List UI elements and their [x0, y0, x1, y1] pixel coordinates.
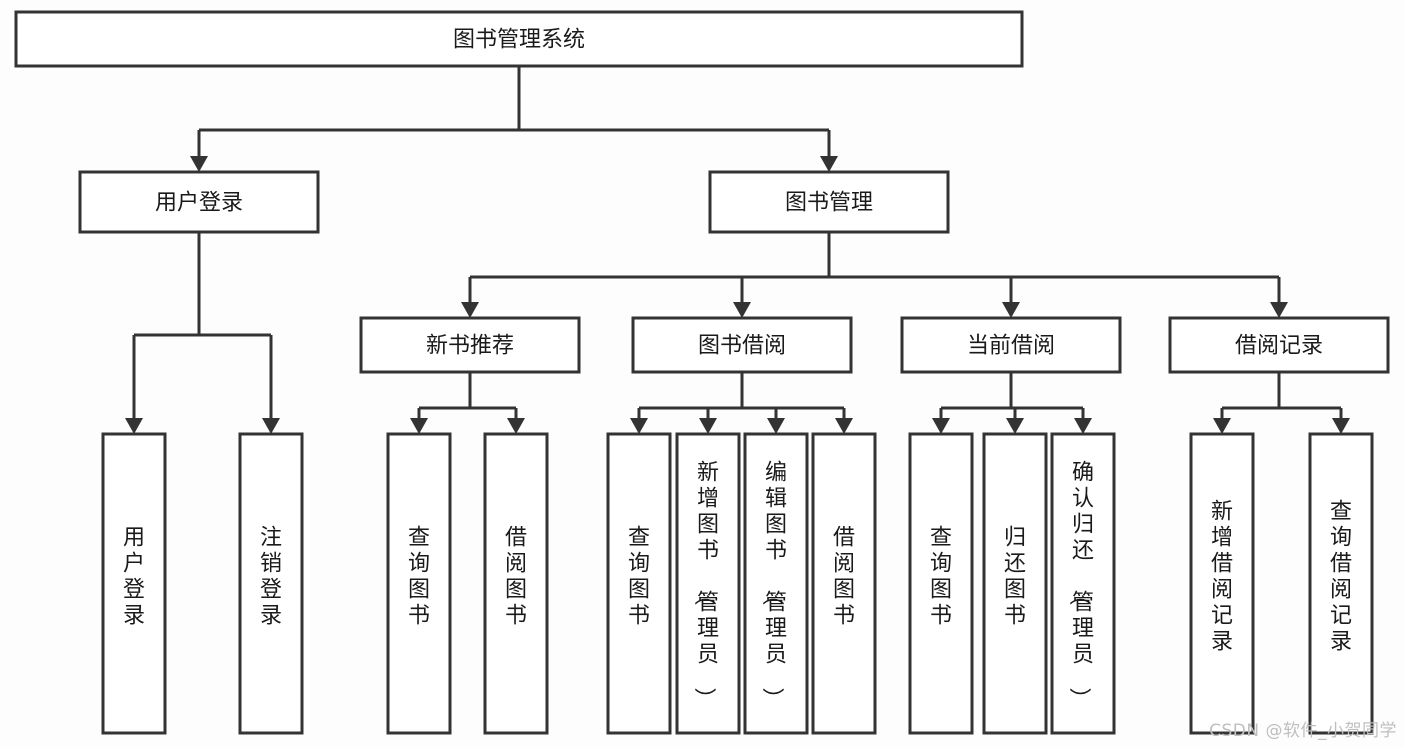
node-box-current-borrow — [900, 316, 1122, 374]
node-label-book-borrow: 图书借阅 — [698, 334, 786, 359]
node-label-user-login: 用户登录 — [155, 191, 243, 216]
node-box-borrow-edit-book — [743, 432, 809, 735]
node-box-leaf-user-login — [101, 432, 167, 735]
node-record-query[interactable]: 查询借阅记录 — [1308, 432, 1374, 735]
node-label-record-query: 查询借阅记录 — [1330, 500, 1352, 655]
arrow-head-icon — [835, 418, 853, 434]
node-record-add[interactable]: 新增借阅记录 — [1189, 432, 1255, 735]
arrow-head-icon — [410, 418, 428, 434]
arrow-head-icon — [1006, 418, 1024, 434]
arrow-head-icon — [1213, 418, 1231, 434]
arrow-head-icon — [1002, 302, 1020, 318]
node-leaf-user-login[interactable]: 用户登录 — [101, 432, 167, 735]
watermark-label: CSDN @软件_小贺同学 — [1209, 721, 1397, 741]
node-book-management[interactable]: 图书管理 — [708, 170, 950, 234]
arrow-head-icon — [507, 418, 525, 434]
node-borrow-edit-book[interactable]: 编辑图书（管理员） — [743, 432, 809, 735]
arrow-head-icon — [1270, 302, 1288, 318]
arrow-head-icon — [630, 418, 648, 434]
node-box-borrow-borrow-book — [811, 432, 877, 735]
node-label-borrow-add-book: 新增图书（管理员） — [691, 461, 719, 710]
node-borrow-borrow-book[interactable]: 借阅图书 — [811, 432, 877, 735]
node-box-borrow-add-book — [675, 432, 741, 735]
node-label-record-add: 新增借阅记录 — [1211, 500, 1233, 655]
node-borrow-query-book[interactable]: 查询图书 — [606, 432, 672, 735]
node-box-new-book-recommend — [359, 316, 581, 374]
node-label-current-return-book: 归还图书 — [1004, 526, 1026, 629]
node-box-book-management — [708, 170, 950, 234]
node-box-record-query — [1308, 432, 1374, 735]
arrow-head-icon — [461, 302, 479, 318]
node-label-leaf-user-login: 用户登录 — [123, 526, 145, 629]
node-box-recommend-query-book — [386, 432, 452, 735]
node-leaf-user-logout[interactable]: 注销登录 — [238, 432, 304, 735]
node-label-borrow-records: 借阅记录 — [1235, 334, 1323, 359]
node-box-book-borrow — [631, 316, 853, 374]
arrow-head-icon — [262, 418, 280, 434]
node-recommend-borrow-book[interactable]: 借阅图书 — [483, 432, 549, 735]
node-box-record-add — [1189, 432, 1255, 735]
node-label-new-book-recommend: 新书推荐 — [426, 334, 514, 359]
node-label-leaf-user-logout: 注销登录 — [260, 526, 282, 629]
node-box-user-login — [78, 170, 320, 234]
arrow-head-icon — [1074, 418, 1092, 434]
node-current-confirm-return[interactable]: 确认归还（管理员） — [1050, 432, 1116, 735]
node-borrow-add-book[interactable]: 新增图书（管理员） — [675, 432, 741, 735]
node-box-borrow-query-book — [606, 432, 672, 735]
node-borrow-records[interactable]: 借阅记录 — [1168, 316, 1390, 374]
node-box-current-return-book — [982, 432, 1048, 735]
node-recommend-query-book[interactable]: 查询图书 — [386, 432, 452, 735]
arrow-head-icon — [820, 156, 838, 172]
node-current-query-book[interactable]: 查询图书 — [908, 432, 974, 735]
node-box-current-query-book — [908, 432, 974, 735]
node-label-borrow-borrow-book: 借阅图书 — [833, 526, 855, 629]
node-book-borrow[interactable]: 图书借阅 — [631, 316, 853, 374]
node-box-leaf-user-logout — [238, 432, 304, 735]
node-current-borrow[interactable]: 当前借阅 — [900, 316, 1122, 374]
node-current-return-book[interactable]: 归还图书 — [982, 432, 1048, 735]
node-new-book-recommend[interactable]: 新书推荐 — [359, 316, 581, 374]
node-label-current-query-book: 查询图书 — [930, 526, 952, 629]
arrow-head-icon — [699, 418, 717, 434]
arrow-head-icon — [767, 418, 785, 434]
node-user-login[interactable]: 用户登录 — [78, 170, 320, 234]
node-box-recommend-borrow-book — [483, 432, 549, 735]
arrow-head-icon — [125, 418, 143, 434]
node-boxes: 图书管理系统用户登录图书管理用户登录注销登录新书推荐查询图书借阅图书图书借阅查询… — [14, 10, 1390, 735]
node-box-current-confirm-return — [1050, 432, 1116, 735]
node-label-current-borrow: 当前借阅 — [967, 334, 1055, 359]
node-label-borrow-query-book: 查询图书 — [628, 526, 650, 629]
node-label-current-confirm-return: 确认归还（管理员） — [1066, 461, 1094, 710]
node-label-borrow-edit-book: 编辑图书（管理员） — [759, 461, 787, 710]
arrow-head-icon — [190, 156, 208, 172]
arrow-head-icon — [733, 302, 751, 318]
node-label-root: 图书管理系统 — [453, 28, 585, 53]
node-root[interactable]: 图书管理系统 — [14, 10, 1024, 68]
arrow-head-icon — [1332, 418, 1350, 434]
node-label-book-management: 图书管理 — [785, 191, 873, 216]
connector-lines — [125, 66, 1350, 434]
node-box-borrow-records — [1168, 316, 1390, 374]
arrow-head-icon — [932, 418, 950, 434]
node-box-root — [14, 10, 1024, 68]
node-label-recommend-borrow-book: 借阅图书 — [505, 526, 527, 629]
node-label-recommend-query-book: 查询图书 — [408, 526, 430, 629]
